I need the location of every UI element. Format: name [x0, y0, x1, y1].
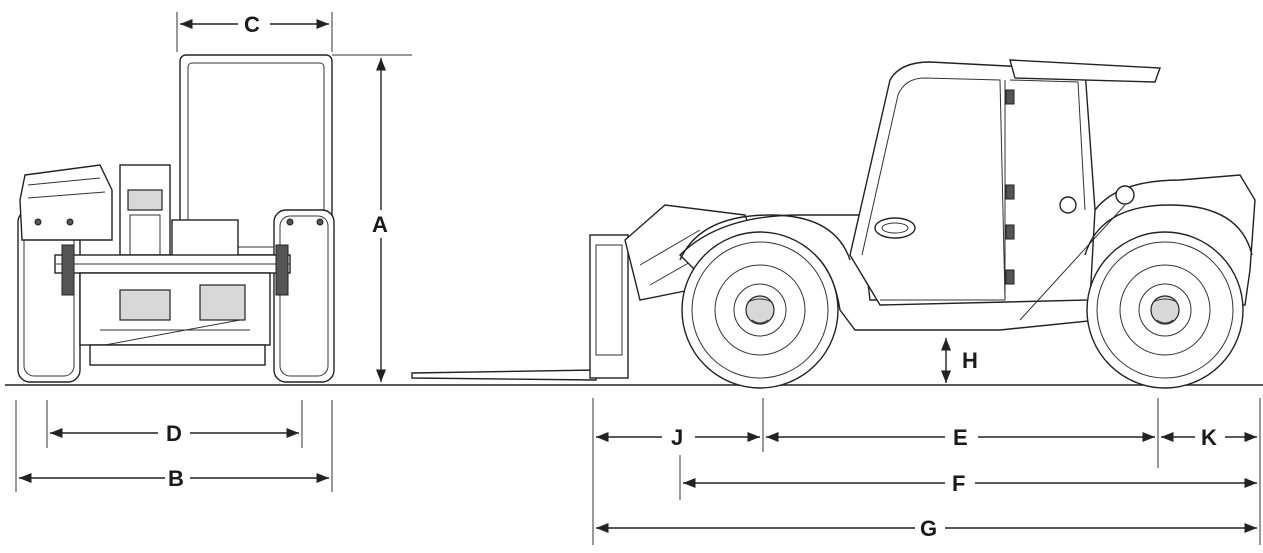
label-c: C [244, 12, 260, 37]
side-view [411, 59, 1256, 389]
dimension-f: F [683, 471, 1257, 496]
label-j: J [671, 425, 683, 450]
label-f: F [952, 471, 965, 496]
dimension-a: A [332, 54, 412, 382]
dimension-e: E [766, 425, 1155, 450]
dimension-c: C [176, 12, 333, 52]
side-extension-lines [592, 398, 1261, 545]
label-g: G [920, 516, 937, 541]
label-b: B [168, 466, 184, 491]
label-e: E [953, 425, 968, 450]
front-view [17, 54, 335, 383]
dimension-h: H [940, 338, 978, 383]
dimension-d: D [46, 400, 303, 448]
label-d: D [166, 421, 182, 446]
label-k: K [1201, 425, 1217, 450]
dimension-k: K [1161, 425, 1257, 450]
dimension-b: B [15, 400, 333, 492]
label-a: A [372, 212, 388, 237]
label-h: H [962, 348, 978, 373]
dimension-g: G [596, 516, 1257, 541]
dimension-j: J [596, 425, 760, 450]
